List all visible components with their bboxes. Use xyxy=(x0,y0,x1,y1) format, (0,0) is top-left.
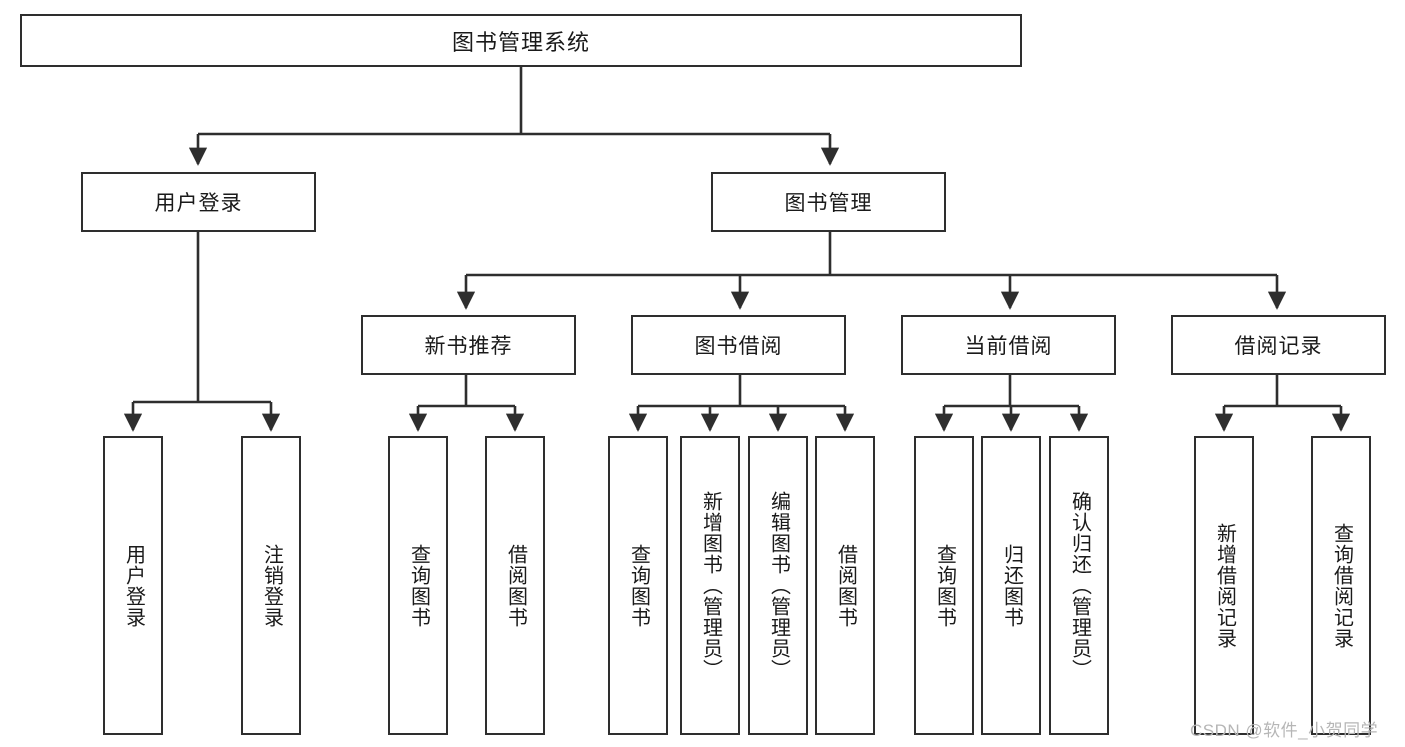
leaf-new-book-borrow[interactable]: 借阅图书 xyxy=(485,436,545,735)
node-borrow-record[interactable]: 借阅记录 xyxy=(1171,315,1386,375)
leaf-user-login-login-label: 用户登录 xyxy=(122,543,145,628)
node-book-manage[interactable]: 图书管理 xyxy=(711,172,946,232)
leaf-borrow-borrow-book[interactable]: 借阅图书 xyxy=(815,436,875,735)
leaf-current-query-book-label: 查询图书 xyxy=(933,543,956,628)
leaf-user-login-login[interactable]: 用户登录 xyxy=(103,436,163,735)
leaf-borrow-edit-book-label: 编辑图书（管理员） xyxy=(767,491,790,680)
node-book-manage-label: 图书管理 xyxy=(784,192,873,215)
node-new-book-recommend-label: 新书推荐 xyxy=(424,335,513,358)
node-current-borrow-label: 当前借阅 xyxy=(964,335,1053,358)
leaf-new-book-borrow-label: 借阅图书 xyxy=(504,543,527,628)
node-book-borrow[interactable]: 图书借阅 xyxy=(631,315,846,375)
node-user-login-label: 用户登录 xyxy=(154,192,243,215)
leaf-record-query[interactable]: 查询借阅记录 xyxy=(1311,436,1371,735)
leaf-record-query-label: 查询借阅记录 xyxy=(1330,522,1353,649)
leaf-user-login-logout-label: 注销登录 xyxy=(260,543,283,628)
leaf-borrow-edit-book[interactable]: 编辑图书（管理员） xyxy=(748,436,808,735)
node-user-login[interactable]: 用户登录 xyxy=(81,172,316,232)
node-book-borrow-label: 图书借阅 xyxy=(694,335,783,358)
leaf-borrow-query-book-label: 查询图书 xyxy=(627,543,650,628)
node-root-label: 图书管理系统 xyxy=(451,29,590,55)
leaf-current-return-book[interactable]: 归还图书 xyxy=(981,436,1041,735)
leaf-borrow-add-book-label: 新增图书（管理员） xyxy=(699,491,722,680)
node-new-book-recommend[interactable]: 新书推荐 xyxy=(361,315,576,375)
leaf-record-add[interactable]: 新增借阅记录 xyxy=(1194,436,1254,735)
node-current-borrow[interactable]: 当前借阅 xyxy=(901,315,1116,375)
leaf-new-book-query-label: 查询图书 xyxy=(407,543,430,628)
leaf-borrow-query-book[interactable]: 查询图书 xyxy=(608,436,668,735)
leaf-new-book-query[interactable]: 查询图书 xyxy=(388,436,448,735)
leaf-borrow-add-book[interactable]: 新增图书（管理员） xyxy=(680,436,740,735)
leaf-current-query-book[interactable]: 查询图书 xyxy=(914,436,974,735)
leaf-current-confirm-return[interactable]: 确认归还（管理员） xyxy=(1049,436,1109,735)
node-root[interactable]: 图书管理系统 xyxy=(20,14,1022,67)
node-borrow-record-label: 借阅记录 xyxy=(1234,335,1323,358)
leaf-record-add-label: 新增借阅记录 xyxy=(1213,522,1236,649)
leaf-borrow-borrow-book-label: 借阅图书 xyxy=(834,543,857,628)
leaf-user-login-logout[interactable]: 注销登录 xyxy=(241,436,301,735)
leaf-current-confirm-return-label: 确认归还（管理员） xyxy=(1068,491,1091,680)
leaf-current-return-book-label: 归还图书 xyxy=(1000,543,1023,628)
